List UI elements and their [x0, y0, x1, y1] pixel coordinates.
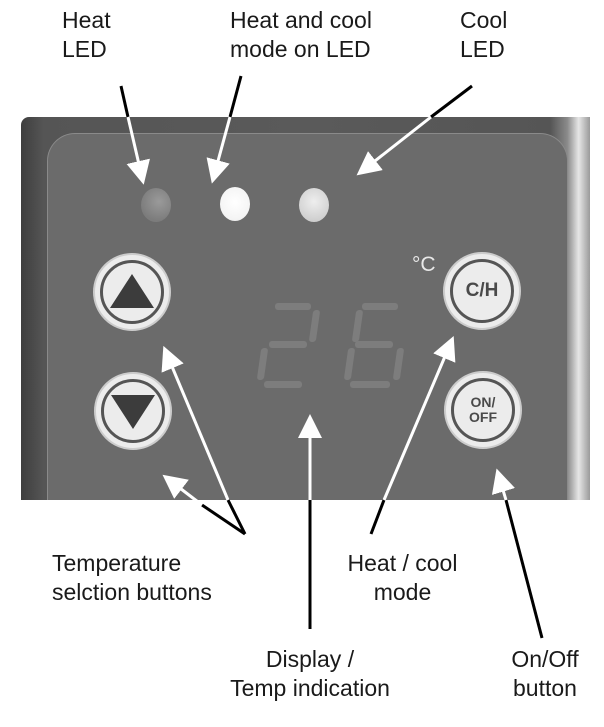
heat-cool-led	[220, 187, 250, 221]
cool-led	[299, 188, 329, 222]
label-line: LED	[62, 36, 107, 62]
label-line: LED	[460, 36, 505, 62]
power-label-line: ON/	[470, 394, 496, 410]
heat-cool-mode-label: Heat / cool mode	[330, 549, 475, 607]
label-line: Display /	[265, 646, 355, 672]
label-line: Heat	[62, 7, 111, 33]
label-line: selction buttons	[52, 579, 212, 605]
heat-led-label: Heat LED	[62, 6, 111, 64]
label-line: Heat and cool	[230, 7, 372, 33]
display-label: Display / Temp indication	[210, 645, 410, 703]
cool-led-label: Cool LED	[460, 6, 507, 64]
up-arrow-icon	[110, 274, 154, 308]
label-line: button	[513, 675, 577, 701]
celsius-unit: °C	[412, 253, 436, 276]
onoff-label: On/Off button	[500, 645, 590, 703]
temp-up-button[interactable]	[93, 253, 171, 331]
label-line: Temperature	[52, 550, 182, 576]
label-line: mode on LED	[230, 36, 371, 62]
temp-buttons-label: Temperature selction buttons	[52, 549, 252, 607]
label-line: Cool	[460, 7, 508, 33]
power-button[interactable]: ON/ OFF	[444, 371, 522, 449]
label-line: mode	[373, 579, 432, 605]
power-button-label: ON/ OFF	[469, 395, 497, 425]
mode-button-label: C/H	[465, 280, 499, 301]
label-line: Heat / cool	[347, 550, 458, 576]
label-line: On/Off	[511, 646, 579, 672]
heat-cool-led-label: Heat and cool mode on LED	[230, 6, 372, 64]
temp-down-button[interactable]	[94, 372, 172, 450]
label-line: Temp indication	[230, 675, 390, 701]
mode-button[interactable]: C/H	[443, 252, 521, 330]
power-label-line: OFF	[469, 409, 497, 425]
down-arrow-icon	[111, 395, 155, 429]
temperature-display: 26	[255, 300, 405, 395]
heat-led	[141, 188, 171, 222]
